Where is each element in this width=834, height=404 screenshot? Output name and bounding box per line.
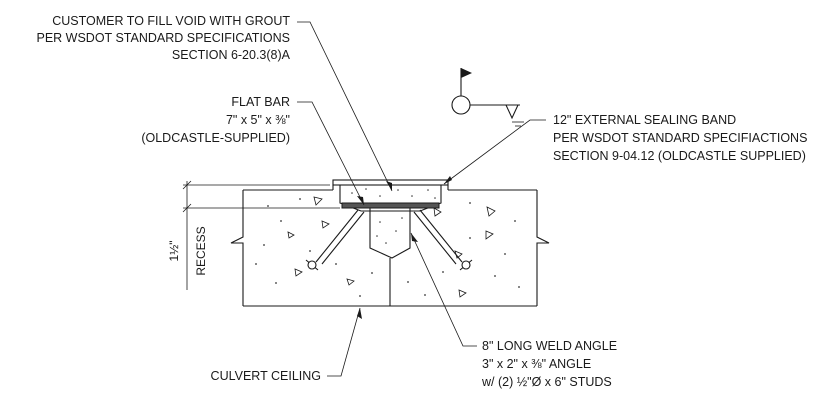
pour-pocket bbox=[369, 207, 411, 259]
concrete-slab bbox=[230, 184, 550, 307]
note-weld-angle: 8" LONG WELD ANGLE 3" x 2" x ⅜" ANGLE w/… bbox=[481, 339, 617, 389]
grout-void bbox=[339, 184, 442, 212]
note-grout-line-2: PER WSDOT STANDARD SPECIFICATIONS bbox=[37, 31, 291, 45]
note-flat-bar-line-3: (OLDCASTLE-SUPPLIED) bbox=[141, 131, 290, 145]
note-weld-angle-line-1: 8" LONG WELD ANGLE bbox=[482, 339, 617, 353]
note-grout: CUSTOMER TO FILL VOID WITH GROUT PER WSD… bbox=[37, 14, 291, 62]
note-sealing-band-line-3: SECTION 9-04.12 (OLDCASTLE SUPPLIED) bbox=[553, 149, 806, 163]
recess-dimension-value: 1½" bbox=[167, 241, 181, 262]
leader-lines bbox=[297, 21, 546, 377]
note-grout-line-1: CUSTOMER TO FILL VOID WITH GROUT bbox=[52, 14, 290, 28]
note-weld-angle-line-3: w/ (2) ½"Ø x 6" STUDS bbox=[481, 375, 612, 389]
weld-angle-right bbox=[413, 209, 473, 271]
centerline-symbol bbox=[451, 68, 524, 127]
recess-dimension bbox=[182, 180, 340, 290]
recess-dimension-label: RECESS bbox=[194, 226, 208, 275]
note-culvert-ceiling: CULVERT CEILING bbox=[211, 369, 321, 383]
note-grout-line-3: SECTION 6-20.3(8)A bbox=[172, 48, 291, 62]
note-weld-angle-line-2: 3" x 2" x ⅜" ANGLE bbox=[482, 357, 591, 371]
concrete-hatch bbox=[255, 196, 520, 298]
note-sealing-band-line-2: PER WSDOT STANDARD SPECIFIACTIONS bbox=[553, 131, 807, 145]
flat-bar bbox=[341, 202, 440, 209]
note-sealing-band: 12" EXTERNAL SEALING BAND PER WSDOT STAN… bbox=[553, 113, 807, 163]
note-flat-bar: FLAT BAR 7" x 5" x ⅜" (OLDCASTLE-SUPPLIE… bbox=[141, 95, 290, 145]
weld-angle-left bbox=[305, 209, 365, 271]
flag-icon bbox=[461, 68, 472, 78]
note-flat-bar-line-1: FLAT BAR bbox=[231, 95, 290, 109]
joint-assembly bbox=[332, 179, 449, 259]
note-sealing-band-line-1: 12" EXTERNAL SEALING BAND bbox=[553, 113, 736, 127]
note-flat-bar-line-2: 7" x 5" x ⅜" bbox=[226, 113, 290, 127]
